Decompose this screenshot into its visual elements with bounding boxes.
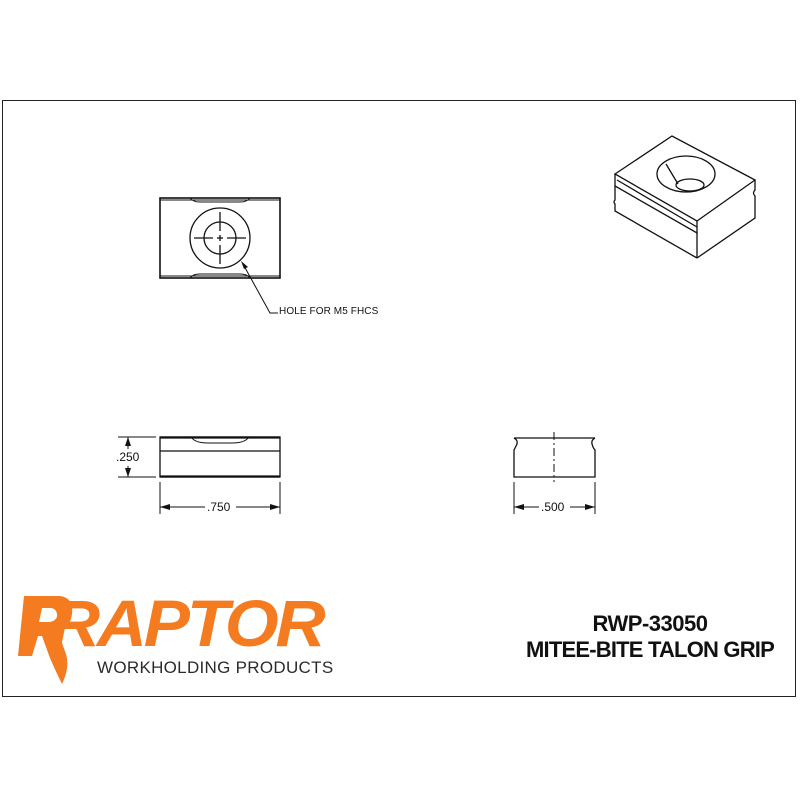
hole-callout-label: HOLE FOR M5 FHCS [279,306,379,317]
height-dimension-label: .250 [116,450,140,464]
isometric-view [613,135,757,259]
title-block: RWP-33050 MITEE-BITE TALON GRIP [525,611,775,663]
logo-brand-text: RAPTOR [50,586,326,660]
side-view [513,432,596,482]
drawing-border [2,100,796,697]
width-dimension-label: .750 [205,500,233,514]
front-view [159,436,281,478]
depth-dimension-label: .500 [539,500,567,514]
trademark-symbol: TM [317,614,326,620]
part-number: RWP-33050 [592,611,708,636]
logo-tagline: WORKHOLDING PRODUCTS [97,658,334,677]
callout-leader [242,263,278,314]
part-name: MITEE-BITE TALON GRIP [525,637,775,662]
logo-r-tail-icon [18,596,73,684]
top-view [159,197,281,279]
dimension-arrowheads [125,437,595,510]
countersink-outer-circle [189,207,251,269]
raptor-logo: RAPTOR TM WORKHOLDING PRODUCTS [16,588,336,688]
